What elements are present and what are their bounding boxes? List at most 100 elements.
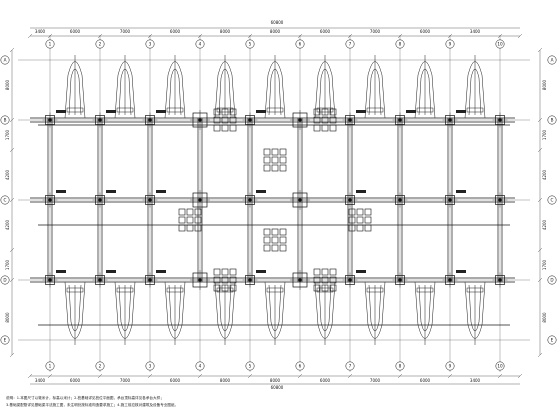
member-tag <box>56 190 66 193</box>
bottom-span-dimension: 3400 <box>35 378 46 383</box>
bottom-span-dimension: 6000 <box>420 378 431 383</box>
top-span-dimension: 6000 <box>420 29 431 34</box>
dim-tick <box>9 197 15 203</box>
dim-tick <box>537 247 543 253</box>
pile-cap-cluster <box>194 224 202 232</box>
member-tag <box>256 110 266 113</box>
left-dimension: 4200 <box>5 219 10 230</box>
top-span-dimension: 3400 <box>470 29 481 34</box>
axis-label: C <box>4 198 7 203</box>
pile-cap-cluster <box>348 224 356 232</box>
right-dimension: 4200 <box>542 219 547 230</box>
bottom-arch-base <box>116 287 134 293</box>
right-dimension: 1700 <box>542 259 547 270</box>
axis-label: C <box>551 198 554 203</box>
axis-bubble <box>0 55 10 65</box>
dim-tick <box>27 373 33 379</box>
pile-cap-cluster <box>356 224 364 232</box>
pile-cap-cluster <box>313 108 321 116</box>
dim-tick <box>97 373 103 379</box>
top-span-dimension: 3400 <box>35 29 46 34</box>
axis-bubble <box>295 39 305 49</box>
dim-tick <box>47 373 53 379</box>
dim-tick <box>537 117 543 123</box>
top-arch-base <box>66 107 84 113</box>
dim-tick <box>397 33 403 39</box>
axis-label: 8 <box>399 364 402 369</box>
axis-bubble <box>495 39 505 49</box>
bottom-span-dimension: 8000 <box>270 378 281 383</box>
axis-bubble <box>395 39 405 49</box>
top-arch-base <box>166 107 184 113</box>
axis-bubble <box>195 39 205 49</box>
left-dimension: 8000 <box>5 312 10 323</box>
pile-cap-cluster <box>313 284 321 292</box>
member-tag <box>406 110 416 113</box>
bottom-arch-base <box>166 287 184 293</box>
dim-tick <box>497 33 503 39</box>
pile-cap-cluster <box>229 284 237 292</box>
top-span-dimension: 7000 <box>120 29 131 34</box>
pile-cap-cluster <box>178 216 186 224</box>
pile-cap-cluster <box>313 276 321 284</box>
axis-label: 10 <box>497 42 503 47</box>
member-tag <box>356 270 366 273</box>
pile-cap-cluster <box>229 108 237 116</box>
pile-cap-cluster <box>279 156 287 164</box>
axis-bubble <box>445 361 455 371</box>
member-tag <box>456 190 466 193</box>
member-tag <box>456 110 466 113</box>
pile-cap-cluster <box>213 276 221 284</box>
arched-wing-walls <box>64 55 486 345</box>
member-tag <box>356 110 366 113</box>
dim-tick <box>447 373 453 379</box>
right-dimension: 4200 <box>542 169 547 180</box>
axis-grid <box>18 35 530 372</box>
top-span-dimension: 6000 <box>70 29 81 34</box>
dim-tick <box>497 373 503 379</box>
bottom-arch-base <box>266 287 284 293</box>
dimension-lines <box>9 27 543 385</box>
pile-cap-cluster <box>229 268 237 276</box>
axis-label: 9 <box>449 364 452 369</box>
pile-cap-cluster <box>329 284 337 292</box>
pile-cap-cluster <box>186 216 194 224</box>
pile-cap-cluster <box>329 124 337 132</box>
dim-tick <box>197 373 203 379</box>
axis-bubble <box>45 361 55 371</box>
axis-label: D <box>550 278 553 283</box>
dim-tick <box>27 33 33 39</box>
axis-label: 10 <box>497 364 503 369</box>
foundation-beams <box>30 117 515 326</box>
left-dimension: 1700 <box>5 129 10 140</box>
bottom-arch-base <box>216 287 234 293</box>
pile-cap-cluster <box>321 276 329 284</box>
axis-label: 7 <box>349 364 352 369</box>
pile-caps <box>42 108 508 292</box>
axis-bubble <box>395 361 405 371</box>
dim-tick <box>397 373 403 379</box>
top-arch-base <box>366 107 384 113</box>
dim-tick <box>9 147 15 153</box>
pile-cap-cluster <box>321 108 329 116</box>
member-tag <box>56 270 66 273</box>
pile-cap-cluster <box>313 124 321 132</box>
dim-tick <box>347 373 353 379</box>
bottom-arch-base <box>466 287 484 293</box>
pile-cap-cluster <box>313 116 321 124</box>
axis-label: 1 <box>49 364 52 369</box>
dim-tick <box>247 373 253 379</box>
dim-tick <box>517 33 523 39</box>
member-tag <box>106 110 116 113</box>
left-dimension: 4200 <box>5 169 10 180</box>
pile-cap-cluster <box>321 284 329 292</box>
pile-cap-cluster <box>271 228 279 236</box>
dim-tick <box>517 373 523 379</box>
dim-tick <box>97 33 103 39</box>
axis-label: 3 <box>149 364 152 369</box>
pile-cap-cluster <box>221 284 229 292</box>
bottom-arch-base <box>66 287 84 293</box>
pile-cap-cluster <box>213 284 221 292</box>
pile-cap-cluster <box>321 268 329 276</box>
